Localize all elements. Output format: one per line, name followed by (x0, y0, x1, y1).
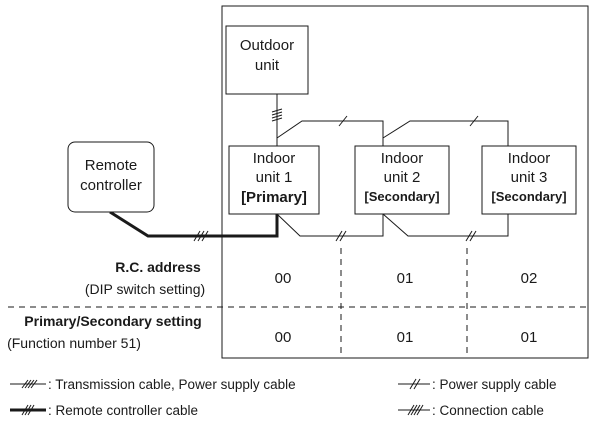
indoor-unit-2-label-line1: Indoor (381, 150, 424, 167)
indoor-unit-1: Indoor unit 1 [Primary] (228, 145, 320, 215)
indoor-unit-3-label-line2: unit 3 (511, 169, 548, 186)
indoor-unit-2-label-line2: unit 2 (384, 169, 421, 186)
remote-cable-hatch-mark (193, 230, 209, 242)
outdoor-unit: Outdoor unit (225, 25, 309, 95)
indoor-unit-1-label-line1: Indoor (253, 150, 296, 167)
rc-address-subtitle: (DIP switch setting) (85, 281, 205, 297)
legend-transmission-label: : Transmission cable, Power supply cable (48, 377, 296, 392)
connection-cable (276, 213, 384, 237)
cables (109, 94, 509, 242)
rc-address-unit-3: 02 (521, 270, 538, 287)
indoor-unit-1-role: [Primary] (241, 189, 307, 206)
indoor-unit-1-label-line2: unit 1 (256, 169, 293, 186)
connection-cable (382, 213, 509, 237)
power-supply-cable (276, 120, 384, 146)
legend-transmission-symbol (10, 379, 46, 389)
indoor-unit-3: Indoor unit 3 [Secondary] (481, 145, 577, 215)
outdoor-unit-label-line1: Outdoor (240, 37, 294, 54)
outdoor-unit-label-line2: unit (255, 57, 280, 74)
power-supply-cable (382, 120, 509, 146)
transmission-hatch-mark (271, 108, 283, 122)
system-frame (221, 5, 589, 359)
remote-controller-label-line2: controller (80, 177, 142, 194)
rc-address-title: R.C. address (115, 259, 201, 275)
remote-controller-cable (109, 210, 279, 238)
primary-secondary-unit-1: 00 (275, 329, 292, 346)
legend-power-label: : Power supply cable (432, 377, 557, 392)
legend-remote-cable-label: : Remote controller cable (48, 403, 198, 418)
table-dividers (8, 248, 588, 358)
legend: : Transmission cable, Power supply cable… (10, 377, 557, 418)
primary-secondary-unit-2: 01 (397, 329, 414, 346)
primary-secondary-unit-3: 01 (521, 329, 538, 346)
legend-connection-symbol (398, 404, 430, 416)
rc-address-unit-1: 00 (275, 270, 292, 287)
indoor-unit-2-role: [Secondary] (364, 189, 439, 204)
legend-remote-cable-symbol (10, 404, 46, 416)
remote-controller: Remote controller (67, 141, 155, 213)
power-hatch-mark (338, 115, 479, 127)
primary-secondary-title: Primary/Secondary setting (24, 313, 201, 329)
connection-hatch-mark (335, 230, 477, 242)
remote-controller-label-line1: Remote (85, 157, 138, 174)
primary-secondary-subtitle: (Function number 51) (7, 335, 141, 351)
legend-connection-label: : Connection cable (432, 403, 544, 418)
indoor-unit-3-label-line1: Indoor (508, 150, 551, 167)
rc-address-unit-2: 01 (397, 270, 414, 287)
indoor-unit-3-role: [Secondary] (491, 189, 566, 204)
indoor-unit-2: Indoor unit 2 [Secondary] (354, 145, 450, 215)
legend-power-symbol (398, 378, 430, 390)
